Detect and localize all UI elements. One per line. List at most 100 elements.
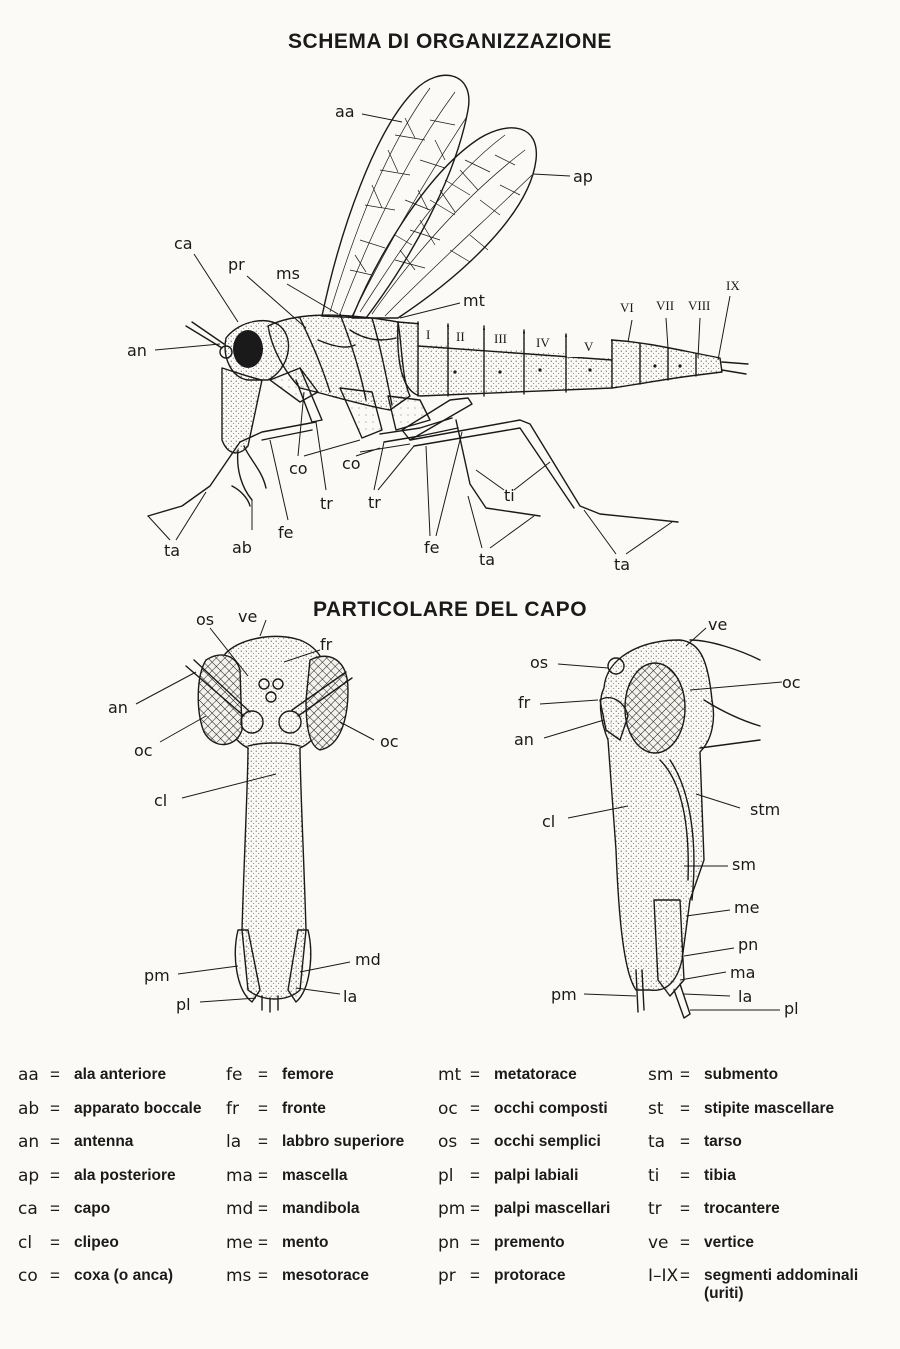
label-ab: ab: [232, 538, 252, 557]
legs: [147, 367, 679, 523]
legend-item: md=mandibola: [226, 1200, 404, 1234]
legend-item: la=labbro superiore: [226, 1133, 404, 1167]
legend-term: palpi labiali: [494, 1166, 579, 1184]
side-label-ma: ma: [730, 963, 755, 982]
legend-item: ma=mascella: [226, 1165, 404, 1201]
legend-equals-sign: =: [680, 1266, 690, 1285]
side-label-pl: pl: [784, 999, 799, 1018]
legend-item: ta = tarso: [648, 1133, 884, 1167]
head: [219, 319, 290, 507]
legend-item: me=mento: [226, 1232, 404, 1268]
front-label-cl: cl: [154, 791, 167, 810]
segment-label-9: IX: [726, 278, 740, 293]
legend-equals-sign: =: [258, 1132, 268, 1151]
legend-term: vertice: [704, 1233, 754, 1251]
label-co-mid: co: [342, 454, 361, 473]
side-label-la: la: [738, 987, 752, 1006]
legend-equals-sign: =: [258, 1065, 268, 1084]
front-label-md: md: [355, 950, 381, 969]
legend-abbreviation: pl: [438, 1165, 454, 1186]
legend-item: os=occhi semplici: [438, 1133, 610, 1167]
legend-abbreviation: pn: [438, 1232, 460, 1253]
segment-label-7: VII: [656, 298, 674, 313]
legend-equals-sign: =: [470, 1132, 480, 1151]
side-label-pm: pm: [551, 985, 577, 1004]
legend-abbreviation: an: [18, 1132, 40, 1152]
legend-equals-sign: =: [680, 1098, 690, 1118]
legend-item: st = stipite mascellare: [648, 1098, 884, 1134]
legend-equals-sign: =: [258, 1266, 268, 1285]
legend-item: pm=palpi mascellari: [438, 1200, 610, 1234]
legend-equals-sign: =: [50, 1165, 60, 1185]
legend-term: tibia: [704, 1166, 736, 1184]
legend-abbreviation: me: [226, 1232, 254, 1253]
legend-term: apparato boccale: [74, 1099, 202, 1117]
side-label-an: an: [514, 730, 534, 749]
legend-term: tarso: [704, 1133, 742, 1150]
legend-term: segmenti addominali (uriti): [704, 1267, 859, 1302]
side-label-oc: oc: [782, 673, 801, 692]
front-label-pm: pm: [144, 966, 170, 985]
legend-abbreviation: st: [648, 1098, 664, 1119]
legend-item: aa=ala anteriore: [18, 1066, 202, 1100]
legend-abbreviation: aa: [18, 1065, 39, 1085]
side-label-stm: stm: [750, 800, 780, 819]
insect-anatomy-figure: aa ap ca pr ms mt an co co tr tr fe fe a…: [108, 74, 801, 1019]
legend-abbreviation: mt: [438, 1065, 462, 1085]
legend-equals-sign: =: [680, 1132, 690, 1151]
legend-equals-sign: =: [470, 1232, 480, 1252]
legend-equals-sign: =: [470, 1098, 480, 1118]
legend-abbreviation: pr: [438, 1266, 456, 1286]
main-diagram-title: SCHEMA DI ORGANIZZAZIONE: [288, 30, 612, 53]
fore-wing: [321, 74, 470, 319]
label-ta-front: ta: [164, 541, 180, 560]
front-label-os: os: [196, 610, 214, 629]
legend-item: fr=fronte: [226, 1098, 404, 1134]
legend-term: femore: [282, 1066, 334, 1083]
legend-abbreviation: cl: [18, 1232, 33, 1253]
legend-abbreviation: I–IX: [648, 1266, 679, 1286]
legend-item: cl=clipeo: [18, 1232, 202, 1268]
side-label-ve: ve: [708, 615, 727, 634]
label-fe-hind: fe: [424, 538, 439, 557]
label-co-front: co: [289, 459, 308, 478]
legend-equals-sign: =: [258, 1098, 268, 1118]
label-fe-front: fe: [278, 523, 293, 542]
legend-abbreviation: ta: [648, 1132, 666, 1152]
head-detail-title: PARTICOLARE DEL CAPO: [312, 598, 588, 621]
segment-label-1: I: [426, 327, 430, 342]
side-label-pn: pn: [738, 935, 758, 954]
legend-equals-sign: =: [258, 1232, 268, 1252]
legend-item: mt=metatorace: [438, 1066, 610, 1100]
legend-equals-sign: =: [680, 1065, 690, 1084]
legend-equals-sign: =: [470, 1266, 480, 1285]
legend-abbreviation: sm: [648, 1065, 674, 1085]
legend-term: stipite mascellare: [704, 1099, 835, 1117]
legend-abbreviation: oc: [438, 1098, 458, 1119]
legend-equals-sign: =: [470, 1165, 480, 1185]
legend-equals-sign: =: [680, 1165, 690, 1185]
legend-term: protorace: [494, 1267, 566, 1284]
legend-abbreviation: ti: [648, 1165, 660, 1186]
legend-item: ca=capo: [18, 1200, 202, 1234]
legend-term: coxa (o anca): [74, 1267, 174, 1284]
legend-abbreviation: os: [438, 1132, 458, 1152]
legend-item: sm=submento: [648, 1066, 884, 1100]
legend-term: clipeo: [74, 1233, 119, 1251]
legend-abbreviation: ve: [648, 1232, 669, 1253]
legend-term: antenna: [74, 1133, 134, 1150]
legend-equals-sign: =: [258, 1165, 268, 1185]
legend-item: tr=trocantere: [648, 1200, 884, 1234]
legend-term: premento: [494, 1233, 565, 1251]
front-label-oc-left: oc: [134, 741, 153, 760]
legend-term: mesotorace: [282, 1267, 370, 1284]
front-label-oc-right: oc: [380, 732, 399, 751]
label-ti: ti: [504, 486, 515, 505]
legend-abbreviation: ms: [226, 1266, 252, 1286]
head-side-view: ve os oc fr an stm cl sm me pn ma pm la …: [514, 615, 801, 1019]
side-label-sm: sm: [732, 855, 756, 874]
